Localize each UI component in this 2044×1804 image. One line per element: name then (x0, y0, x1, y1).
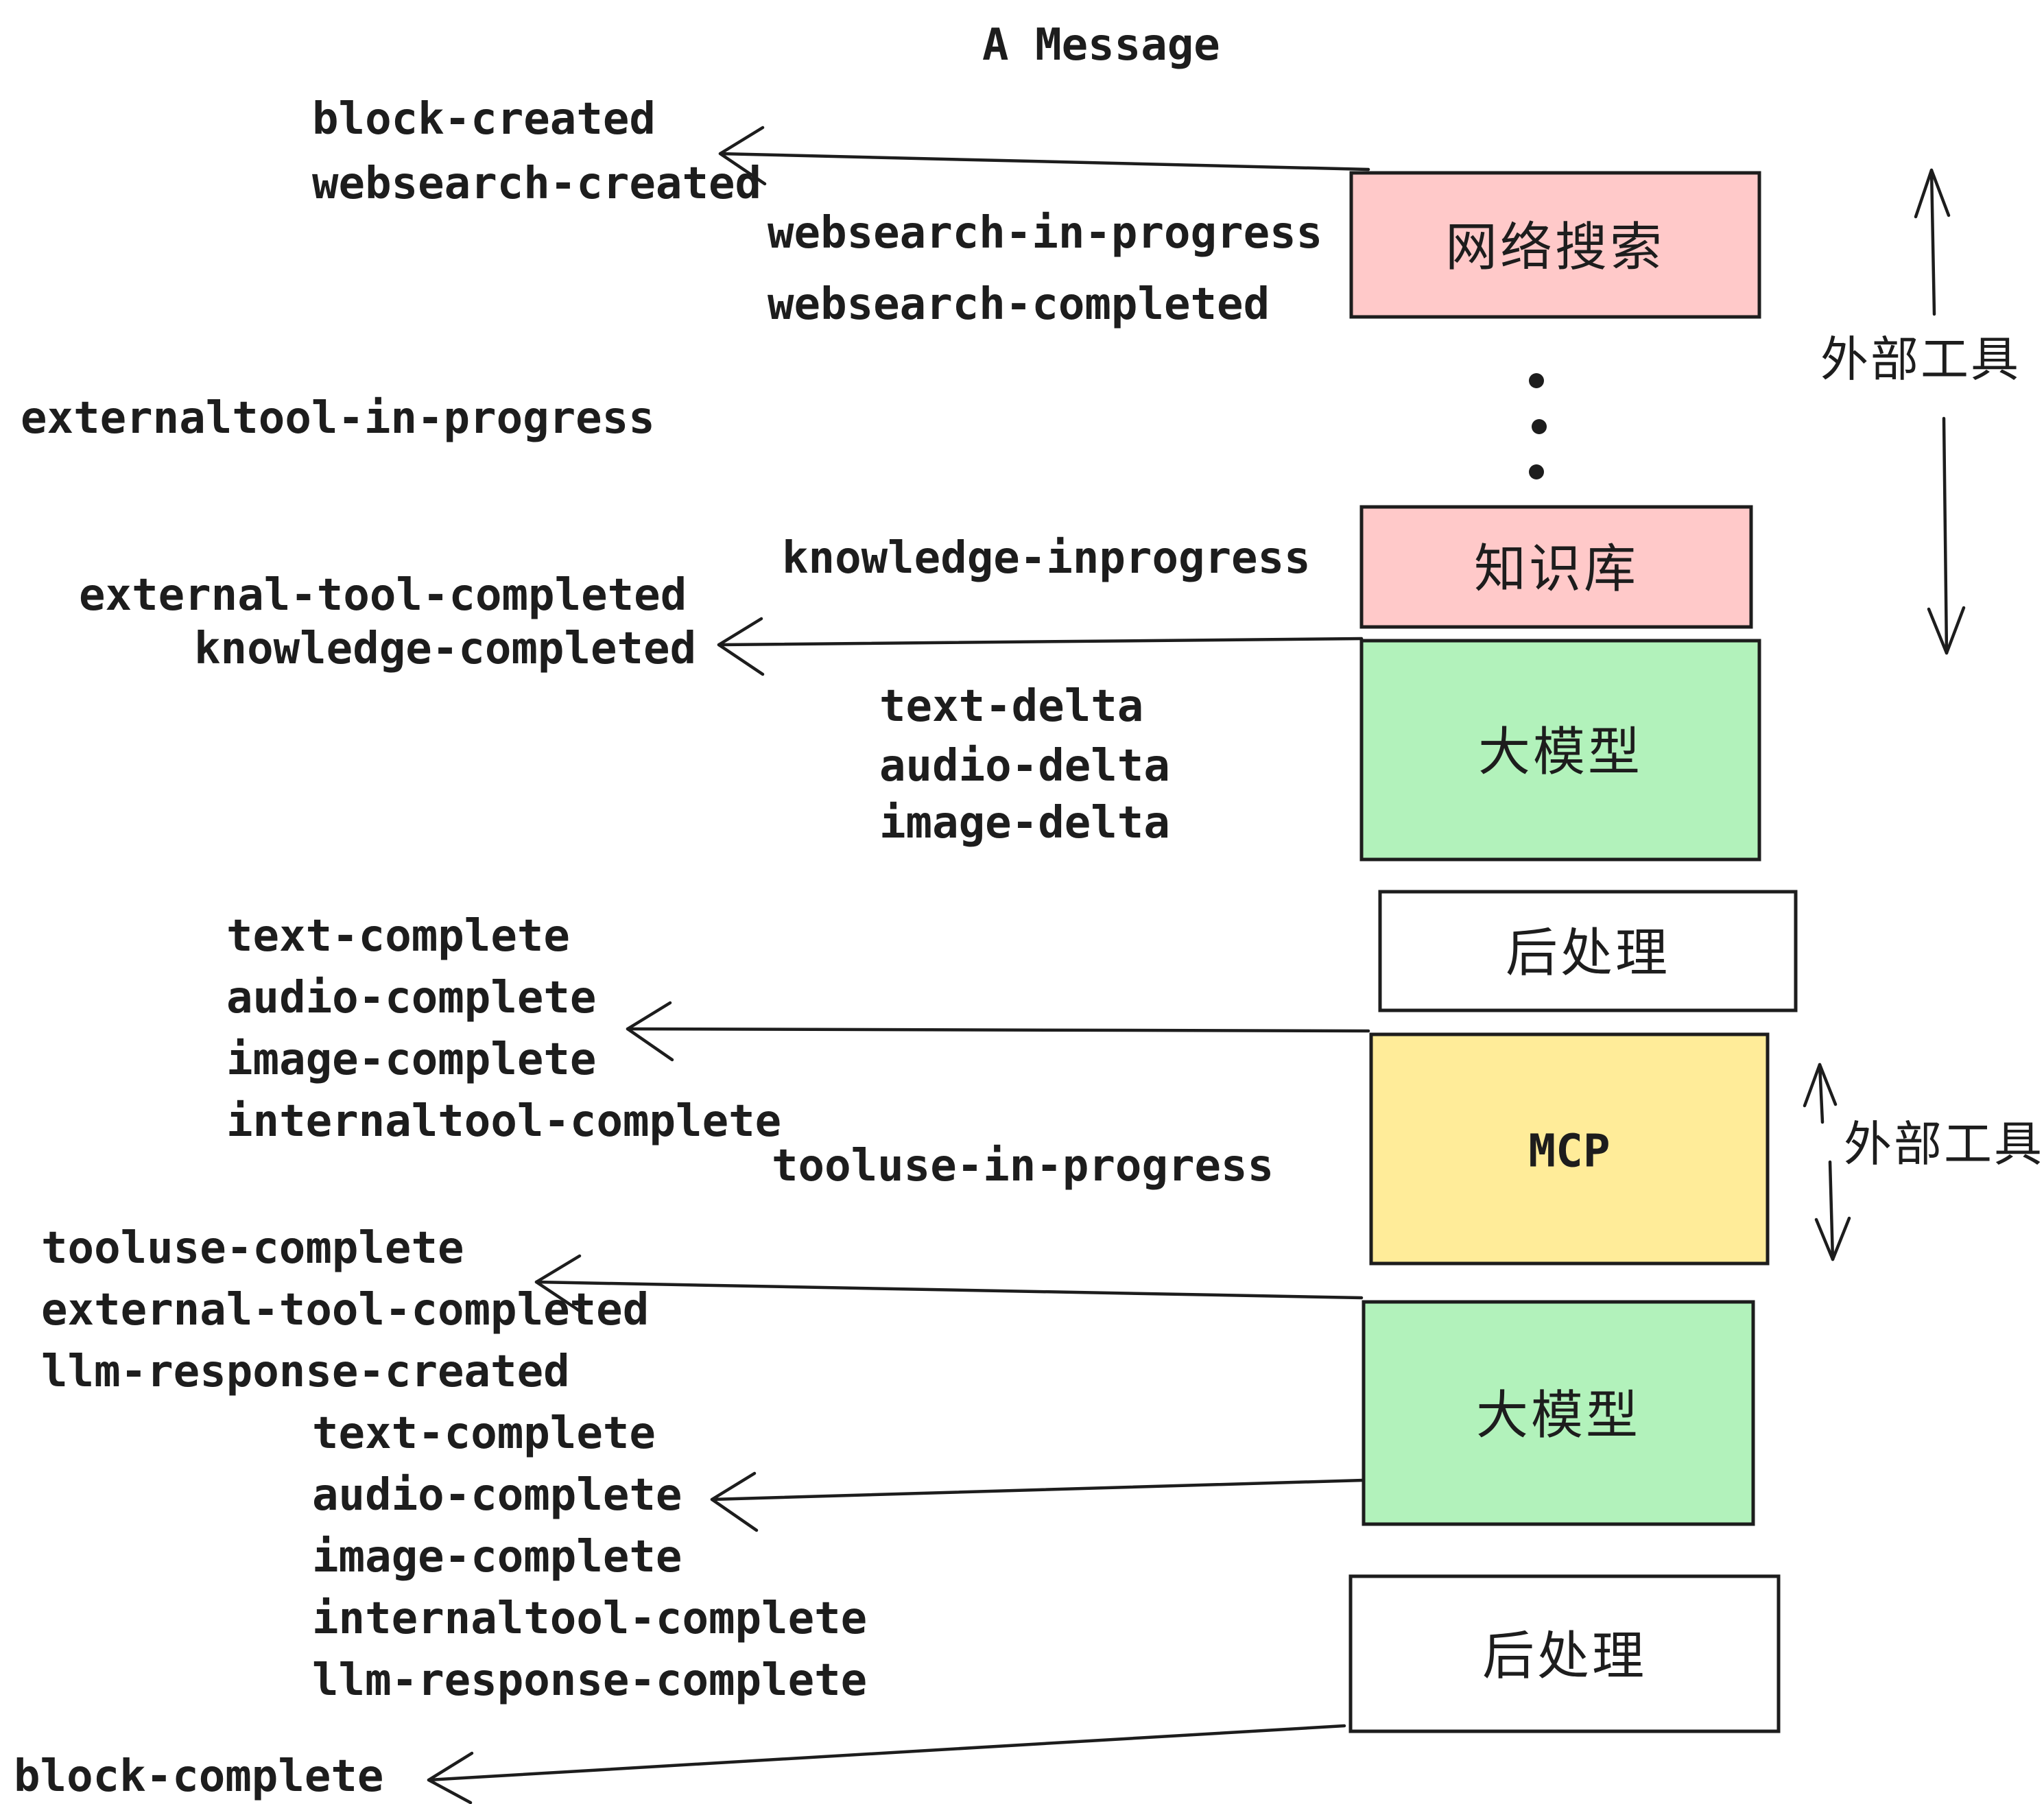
event-knowledge-completed: knowledge-completed (194, 624, 696, 674)
arrow-block-created-icon (718, 126, 1370, 186)
event-external-tool-completed-2: external-tool-completed (41, 1285, 649, 1336)
external-tools-mcp-arrow-down-icon (1814, 1160, 1851, 1261)
websearch-box-label: 网络搜索 (1445, 217, 1665, 278)
mcp-box (1369, 1032, 1770, 1266)
ellipsis-dots-icon (1529, 373, 1547, 479)
event-external-tool-completed-1: external-tool-completed (79, 570, 687, 621)
event-audio-delta-1: audio-delta (879, 741, 1170, 792)
external-tools-mcp-label: 外部工具 (1844, 1116, 2044, 1172)
external-tools-top-arrow-down-icon (1927, 416, 1966, 655)
node-websearch: 网络搜索 (1349, 171, 1761, 319)
arrow-knowledge-completed-icon (717, 617, 1364, 676)
event-internaltool-complete-1: internaltool-complete (226, 1096, 781, 1147)
postprocess-box-2-label: 后处理 (1482, 1626, 1647, 1687)
llm-box-1 (1359, 639, 1761, 862)
event-block-created: block-created (312, 94, 656, 145)
node-llm-2: 大模型 (1362, 1300, 1755, 1526)
knowledge-box-label: 知识库 (1474, 538, 1639, 600)
event-image-delta-1: image-delta (879, 798, 1170, 848)
arrow-tooluse-complete-icon (534, 1254, 1364, 1314)
node-postprocess-1: 后处理 (1378, 890, 1798, 1012)
postprocess-box-2 (1348, 1574, 1781, 1733)
event-audio-complete-1: audio-complete (226, 973, 596, 1023)
event-block-complete: block-complete (14, 1751, 383, 1802)
event-text-complete-2: text-complete (312, 1408, 656, 1459)
event-tooluse-complete: tooluse-complete (41, 1223, 464, 1274)
arrow-block-complete-icon (427, 1724, 1346, 1804)
external-tools-top-label: 外部工具 (1820, 331, 2021, 388)
external-tools-mcp-arrow-up-icon (1803, 1063, 1838, 1124)
event-websearch-in-progress: websearch-in-progress (768, 208, 1322, 259)
event-internaltool-complete-2: internaltool-complete (312, 1593, 867, 1644)
event-externaltool-in-progress: externaltool-in-progress (21, 393, 655, 444)
event-websearch-completed: websearch-completed (768, 279, 1270, 330)
event-text-delta-1: text-delta (879, 681, 1143, 732)
node-mcp: MCP (1369, 1032, 1770, 1266)
mcp-box-label: MCP (1528, 1125, 1610, 1178)
llm-box-1-label: 大模型 (1478, 722, 1643, 783)
event-llm-response-created: llm-response-created (41, 1346, 570, 1397)
llm-box-2-label: 大模型 (1476, 1385, 1641, 1446)
postprocess-box-1 (1378, 890, 1798, 1012)
node-llm-1: 大模型 (1359, 639, 1761, 862)
diagram-title: A Message (982, 20, 1220, 71)
event-image-complete-1: image-complete (226, 1034, 596, 1085)
websearch-box (1349, 171, 1761, 319)
external-tools-top-arrow-up-icon (1914, 168, 1951, 316)
event-websearch-created: websearch-created (312, 158, 761, 209)
event-image-complete-2: image-complete (312, 1532, 682, 1582)
arrow-audio-complete-icon (710, 1471, 1366, 1532)
event-knowledge-inprogress: knowledge-inprogress (782, 533, 1311, 584)
event-text-complete-1: text-complete (226, 911, 570, 962)
event-audio-complete-2: audio-complete (312, 1470, 682, 1521)
knowledge-box (1359, 505, 1753, 629)
postprocess-box-1-label: 后处理 (1506, 923, 1670, 984)
node-knowledge: 知识库 (1359, 505, 1753, 629)
arrow-image-complete-icon (626, 1001, 1370, 1062)
llm-box-2 (1362, 1300, 1755, 1526)
event-tooluse-in-progress: tooluse-in-progress (772, 1141, 1274, 1191)
node-postprocess-2: 后处理 (1348, 1574, 1781, 1733)
event-llm-response-complete: llm-response-complete (312, 1655, 867, 1706)
